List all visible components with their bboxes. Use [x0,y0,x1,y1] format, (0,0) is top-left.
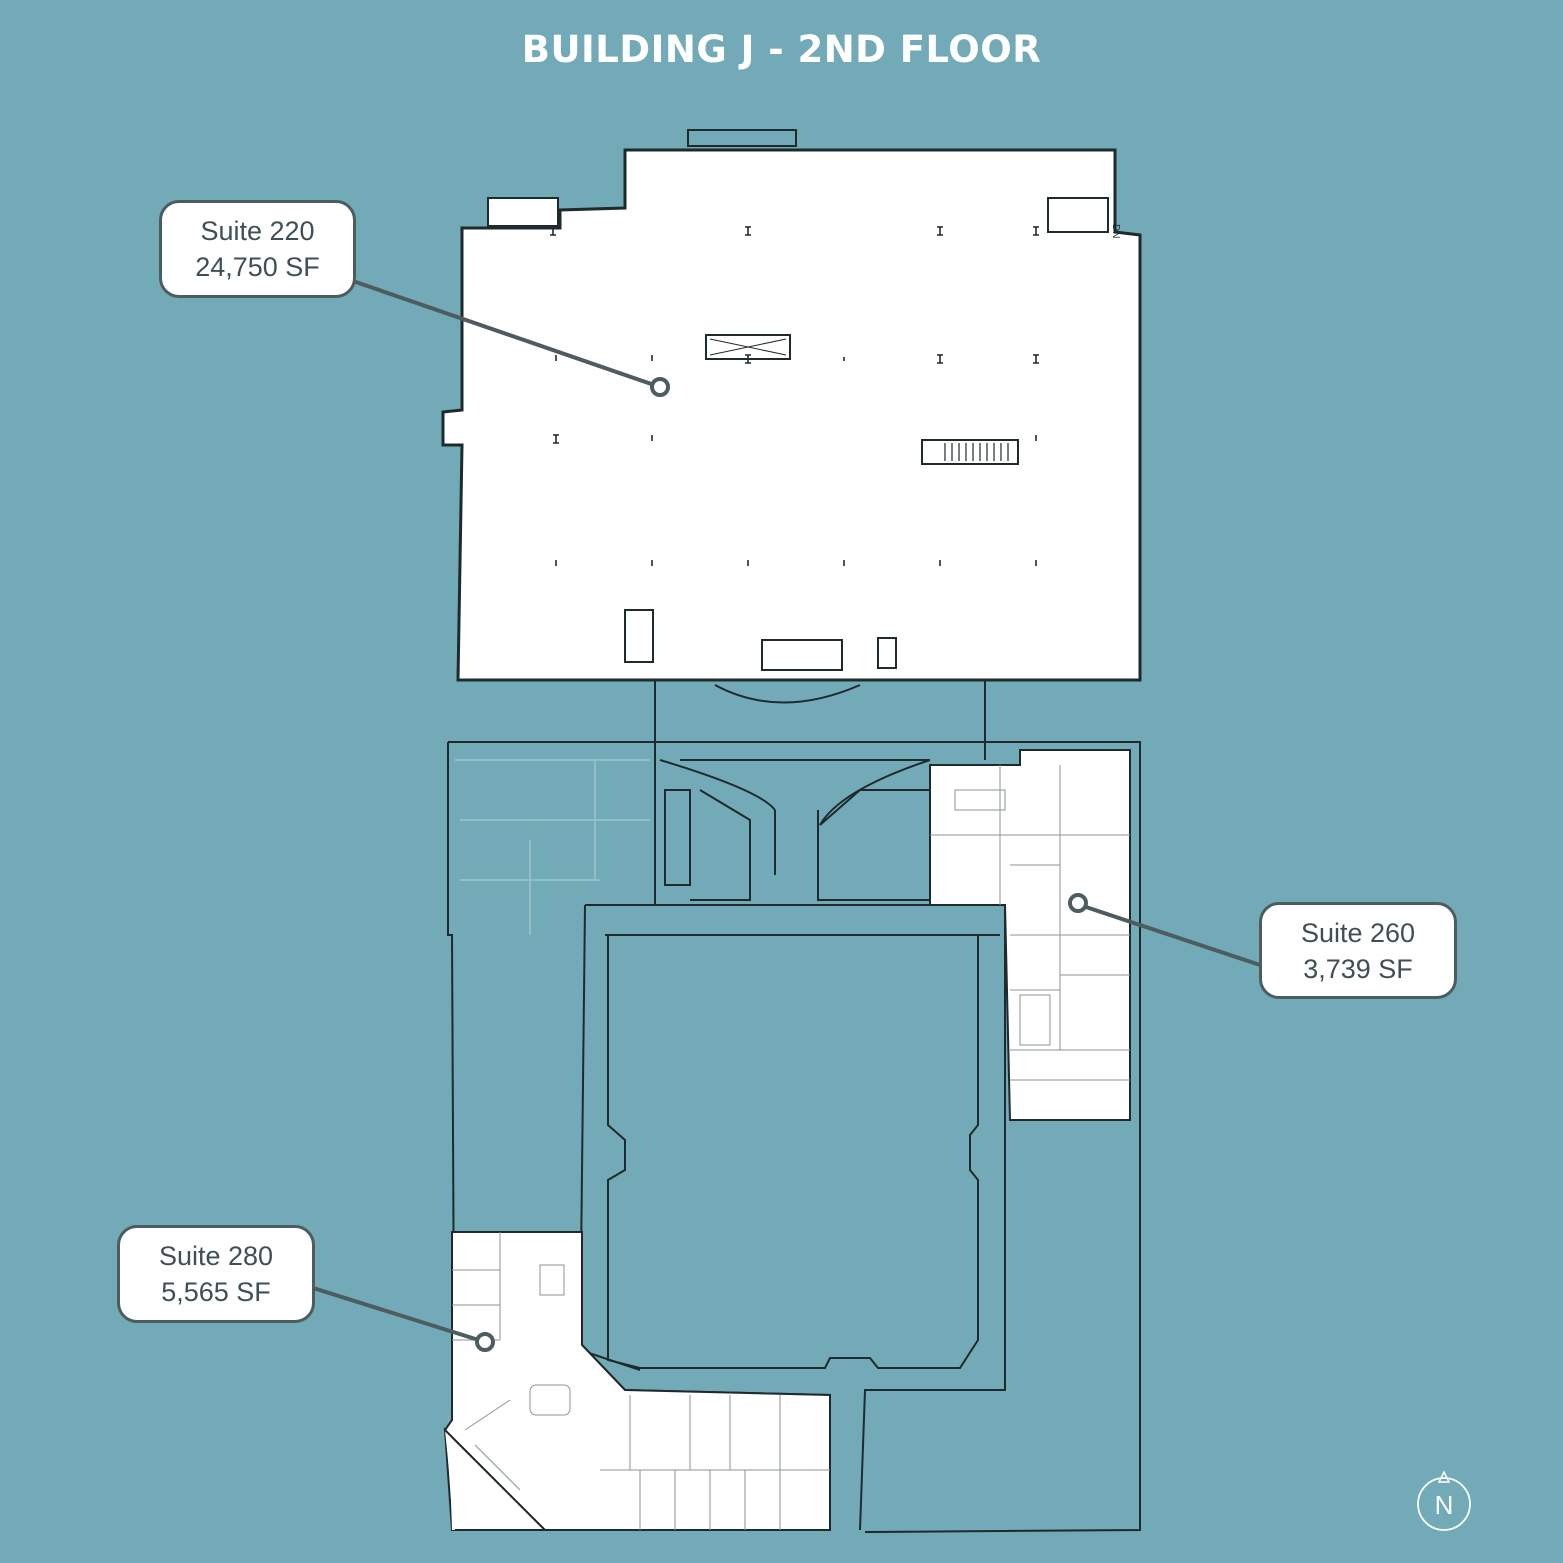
left-block-interior [455,759,650,935]
north-arrow-icon: N [1417,1470,1471,1531]
suite-280-marker [475,1332,495,1352]
suite-260-name: Suite 260 [1300,917,1416,948]
suite-220-area: 24,750 SF [195,252,320,282]
suite-260-area[interactable] [929,749,1131,1121]
suite-280-area-fill [443,1231,831,1531]
callout-lines [309,278,1261,1344]
suite-220-callout[interactable]: Suite 220 24,750 SF [159,200,356,298]
suite-markers [475,377,1088,1352]
suite-260-callout[interactable]: Suite 260 3,739 SF [1259,902,1457,999]
suite-260-area: 3,739 SF [1303,953,1413,984]
building-outline [447,680,1141,1533]
suite-260-marker [1068,893,1088,913]
floor-title: BUILDING J - 2ND FLOOR [521,28,1042,71]
suite-280-name: Suite 280 [158,1241,274,1271]
suite-220-name: Suite 220 [200,216,315,246]
north-label: N [1435,1490,1454,1520]
suite-220-area[interactable]: DN [441,129,1142,682]
suite-280-area: 5,565 SF [161,1277,271,1307]
stair-dn-label: DN [1110,224,1121,238]
suite-220-marker [650,377,670,397]
suite-280-callout[interactable]: Suite 280 5,565 SF [117,1225,315,1323]
